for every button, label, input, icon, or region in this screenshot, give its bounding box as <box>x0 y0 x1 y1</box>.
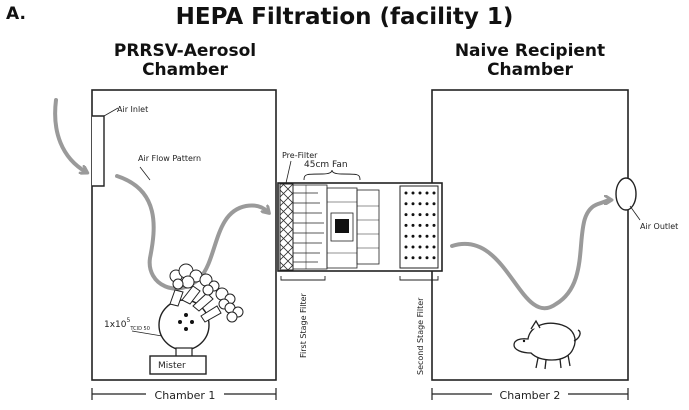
hepa-dot <box>432 256 436 260</box>
first-stage-label: First Stage Filter <box>299 292 308 358</box>
air-inlet-leader <box>103 107 119 117</box>
hepa-dot <box>432 191 436 195</box>
chamber2-title-line1: Naive Recipient <box>454 41 606 61</box>
hepa-dot <box>432 234 436 238</box>
hepa-dot <box>432 223 436 227</box>
airflow-arrow-chamber2 <box>450 200 610 311</box>
hepa-dot <box>411 256 415 260</box>
hepa-dot <box>418 191 422 195</box>
chamber1-bottom-label: Chamber 1 <box>155 389 216 402</box>
airflow-arrow-inlet <box>53 98 86 172</box>
air-inlet-label: Air Inlet <box>117 105 148 114</box>
hepa-dot <box>425 256 429 260</box>
airflow-pattern-label: Air Flow Pattern <box>138 154 201 163</box>
hepa-dot <box>425 213 429 217</box>
second-stage-bracket <box>399 276 439 281</box>
hepa-dot <box>404 191 408 195</box>
mister-device <box>149 285 222 375</box>
first-stage-filter <box>292 184 328 270</box>
hepa-dot <box>411 234 415 238</box>
hepa-dot <box>432 202 436 206</box>
hepa-dot <box>432 245 436 249</box>
hepa-dot <box>418 223 422 227</box>
hepa-dot <box>404 213 408 217</box>
pre-filter <box>279 183 294 271</box>
second-stage-filter-dots <box>404 191 436 260</box>
hepa-dot <box>404 234 408 238</box>
hepa-dot <box>411 223 415 227</box>
figure-title: HEPA Filtration (facility 1) <box>175 4 514 30</box>
chamber2-scale-bar <box>431 388 629 400</box>
mister-label: Mister <box>158 361 186 371</box>
hepa-dot <box>404 223 408 227</box>
chamber1-title: PRRSV-Aerosol Chamber <box>80 42 290 80</box>
pre-filter-label: Pre-Filter <box>282 151 318 160</box>
hepa-dot <box>418 234 422 238</box>
aerosol-cloud <box>169 263 244 323</box>
hepa-dot <box>418 202 422 206</box>
hepa-dot <box>411 245 415 249</box>
pig-icon <box>513 319 581 370</box>
pre-filter-leader <box>285 160 292 184</box>
second-stage-filter <box>399 185 439 269</box>
air-outlet-leader <box>629 205 641 221</box>
chamber2-title: Naive Recipient Chamber <box>420 42 640 80</box>
chamber1-scale-bar <box>91 388 277 400</box>
panel-label: A. <box>6 4 26 24</box>
chamber2-title-line2: Chamber <box>487 60 573 80</box>
hepa-dot <box>425 202 429 206</box>
chamber1-title-line2: Chamber <box>142 60 228 80</box>
air-inlet-port <box>92 115 105 187</box>
chamber1-box <box>91 89 277 381</box>
air-outlet-label: Air Outlet <box>640 222 678 231</box>
second-stage-label: Second Stage Filter <box>416 297 425 375</box>
hepa-dot <box>425 191 429 195</box>
chamber2-bottom-label: Chamber 2 <box>500 389 561 402</box>
hepa-dot <box>411 191 415 195</box>
filter-unit-housing <box>277 182 443 272</box>
hepa-dot <box>425 245 429 249</box>
dose-label: 1x105TCID 50 <box>104 317 150 332</box>
fan-label: 45cm Fan <box>304 160 348 170</box>
chamber1-title-line1: PRRSV-Aerosol <box>113 41 257 61</box>
hepa-dot <box>404 202 408 206</box>
dose-leader <box>131 330 163 337</box>
hepa-dot <box>425 234 429 238</box>
hepa-dot <box>411 202 415 206</box>
hepa-dot <box>404 245 408 249</box>
fan <box>326 187 380 269</box>
air-outlet-port <box>615 177 637 211</box>
hepa-dot <box>418 256 422 260</box>
fan-brace <box>303 169 361 181</box>
first-stage-bracket <box>280 276 326 281</box>
airflow-label-leader <box>139 166 151 181</box>
hepa-dot <box>411 213 415 217</box>
pig-eye-icon <box>522 339 526 343</box>
hepa-dot <box>418 245 422 249</box>
hepa-dot <box>425 223 429 227</box>
hepa-dot <box>404 256 408 260</box>
hepa-dot <box>418 213 422 217</box>
hepa-dot <box>432 213 436 217</box>
